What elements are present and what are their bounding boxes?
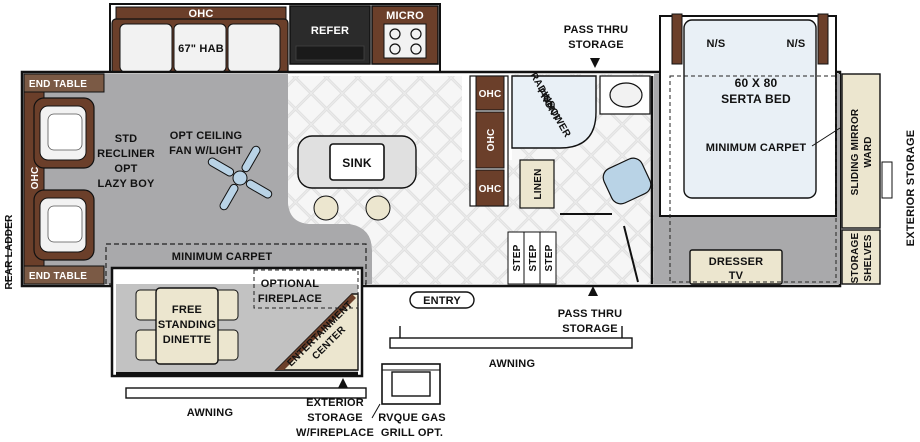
refer-label: REFER <box>311 25 349 37</box>
bed-line2: SERTA BED <box>721 92 791 106</box>
awning-left-label: AWNING <box>187 407 233 419</box>
pass-thru-bottom-arrow <box>588 286 598 296</box>
recliner-line2: RECLINER <box>97 148 155 160</box>
fireplace-outline <box>253 269 359 309</box>
min-carpet-bed-label: MINIMUM CARPET <box>706 142 807 154</box>
recliner-line4: LAZY BOY <box>97 178 154 190</box>
grill-line1: RVQUE GAS <box>378 412 446 424</box>
rvque-grill <box>381 363 441 405</box>
lavatory-sink <box>609 82 643 108</box>
dinette-table <box>155 287 219 365</box>
recliner-bottom <box>33 189 95 261</box>
recliner-line1: STD <box>115 133 138 145</box>
microwave-cooktop <box>371 5 439 65</box>
hab-label: 67" HAB <box>178 43 224 55</box>
exterior-storage-line3: W/FIREPLACE <box>296 427 374 439</box>
dinette-line1: FREE <box>172 304 202 316</box>
dinette-line2: STANDING <box>158 319 216 331</box>
wardrobe-line1: SLIDING MIRROR <box>850 108 861 195</box>
awning-right-label: AWNING <box>489 358 535 370</box>
nightstand-left <box>671 13 683 65</box>
pass-thru-top-line1: PASS THRU <box>564 24 629 36</box>
pass-thru-top-line2: STORAGE <box>568 39 624 51</box>
step-label-1: STEP <box>512 244 523 271</box>
ohc-cabinet-1 <box>475 75 505 111</box>
entry-door <box>409 291 475 309</box>
exterior-storage-line2: STORAGE <box>307 412 363 424</box>
dresser <box>689 249 783 285</box>
steps <box>507 231 557 285</box>
end-table-bottom <box>23 265 105 285</box>
nightstand-right <box>817 13 829 65</box>
storage-shelves-line2: SHELVES <box>863 234 874 281</box>
grill-line2: GRILL OPT. <box>381 427 443 439</box>
dresser-line1: DRESSER <box>709 256 764 268</box>
sink <box>329 143 385 181</box>
awning-left <box>125 387 367 399</box>
kitchen-island <box>297 135 417 221</box>
sink-label: SINK <box>342 156 372 170</box>
minimum-carpet-living <box>105 243 367 285</box>
ohc-1-label: OHC <box>479 89 502 100</box>
pass-thru-bottom-line1: PASS THRU <box>558 308 623 320</box>
recliner-line3: OPT <box>114 163 137 175</box>
ohc-cabinet-3 <box>475 169 505 207</box>
end-table-top <box>23 73 105 93</box>
rear-ladder-label: REAR LADDER <box>4 214 15 290</box>
sliding-mirror-wardrobe <box>841 73 881 229</box>
fireplace-line2: FIREPLACE <box>258 293 322 305</box>
entry-label: ENTRY <box>423 295 461 307</box>
pass-thru-top-arrow <box>590 58 600 68</box>
ohc-2-label: OHC <box>486 129 497 152</box>
end-table-bottom-label: END TABLE <box>29 271 87 282</box>
linen-cabinet <box>519 159 555 209</box>
fan-line1: OPT CEILING <box>170 130 242 142</box>
bottom-slideout <box>110 266 364 378</box>
step-label-3: STEP <box>544 244 555 271</box>
exterior-storage-right <box>881 161 893 199</box>
radius-shower <box>511 75 597 149</box>
fan-line2: FAN W/LIGHT <box>169 145 243 157</box>
ohc-cabinet-2 <box>475 111 505 169</box>
ohc-left-label: OHC <box>30 167 41 190</box>
ns-right-label: N/S <box>787 38 806 50</box>
dinette-line3: DINETTE <box>163 334 211 346</box>
toilet <box>602 157 652 205</box>
linen-label: LINEN <box>533 169 544 200</box>
storage-shelves-line1: STORAGE <box>850 233 861 284</box>
hab-sofa <box>111 18 289 76</box>
awning-right <box>389 337 633 349</box>
ohc-3-label: OHC <box>479 184 502 195</box>
wardrobe-line2: WARD <box>863 136 874 167</box>
end-table-top-label: END TABLE <box>29 79 87 90</box>
exterior-storage-line1: EXTERIOR <box>306 397 364 409</box>
fireplace-line1: OPTIONAL <box>261 278 320 290</box>
dresser-line2: TV <box>729 270 744 282</box>
min-carpet-living-label: MINIMUM CARPET <box>172 251 273 263</box>
ohc-top-label: OHC <box>188 8 213 20</box>
bed-line1: 60 X 80 <box>735 76 778 90</box>
storage-shelves <box>841 229 881 285</box>
exterior-storage-arrow <box>338 378 348 388</box>
step-label-2: STEP <box>528 244 539 271</box>
bed <box>683 19 817 199</box>
pass-thru-bottom-line2: STORAGE <box>562 323 618 335</box>
ns-left-label: N/S <box>707 38 726 50</box>
recliner-top <box>33 97 95 169</box>
micro-label: MICRO <box>386 10 424 22</box>
top-slideout <box>109 3 441 77</box>
exterior-storage-right-label: EXTERIOR STORAGE <box>905 130 917 247</box>
ceiling-fan-icon <box>207 145 273 211</box>
